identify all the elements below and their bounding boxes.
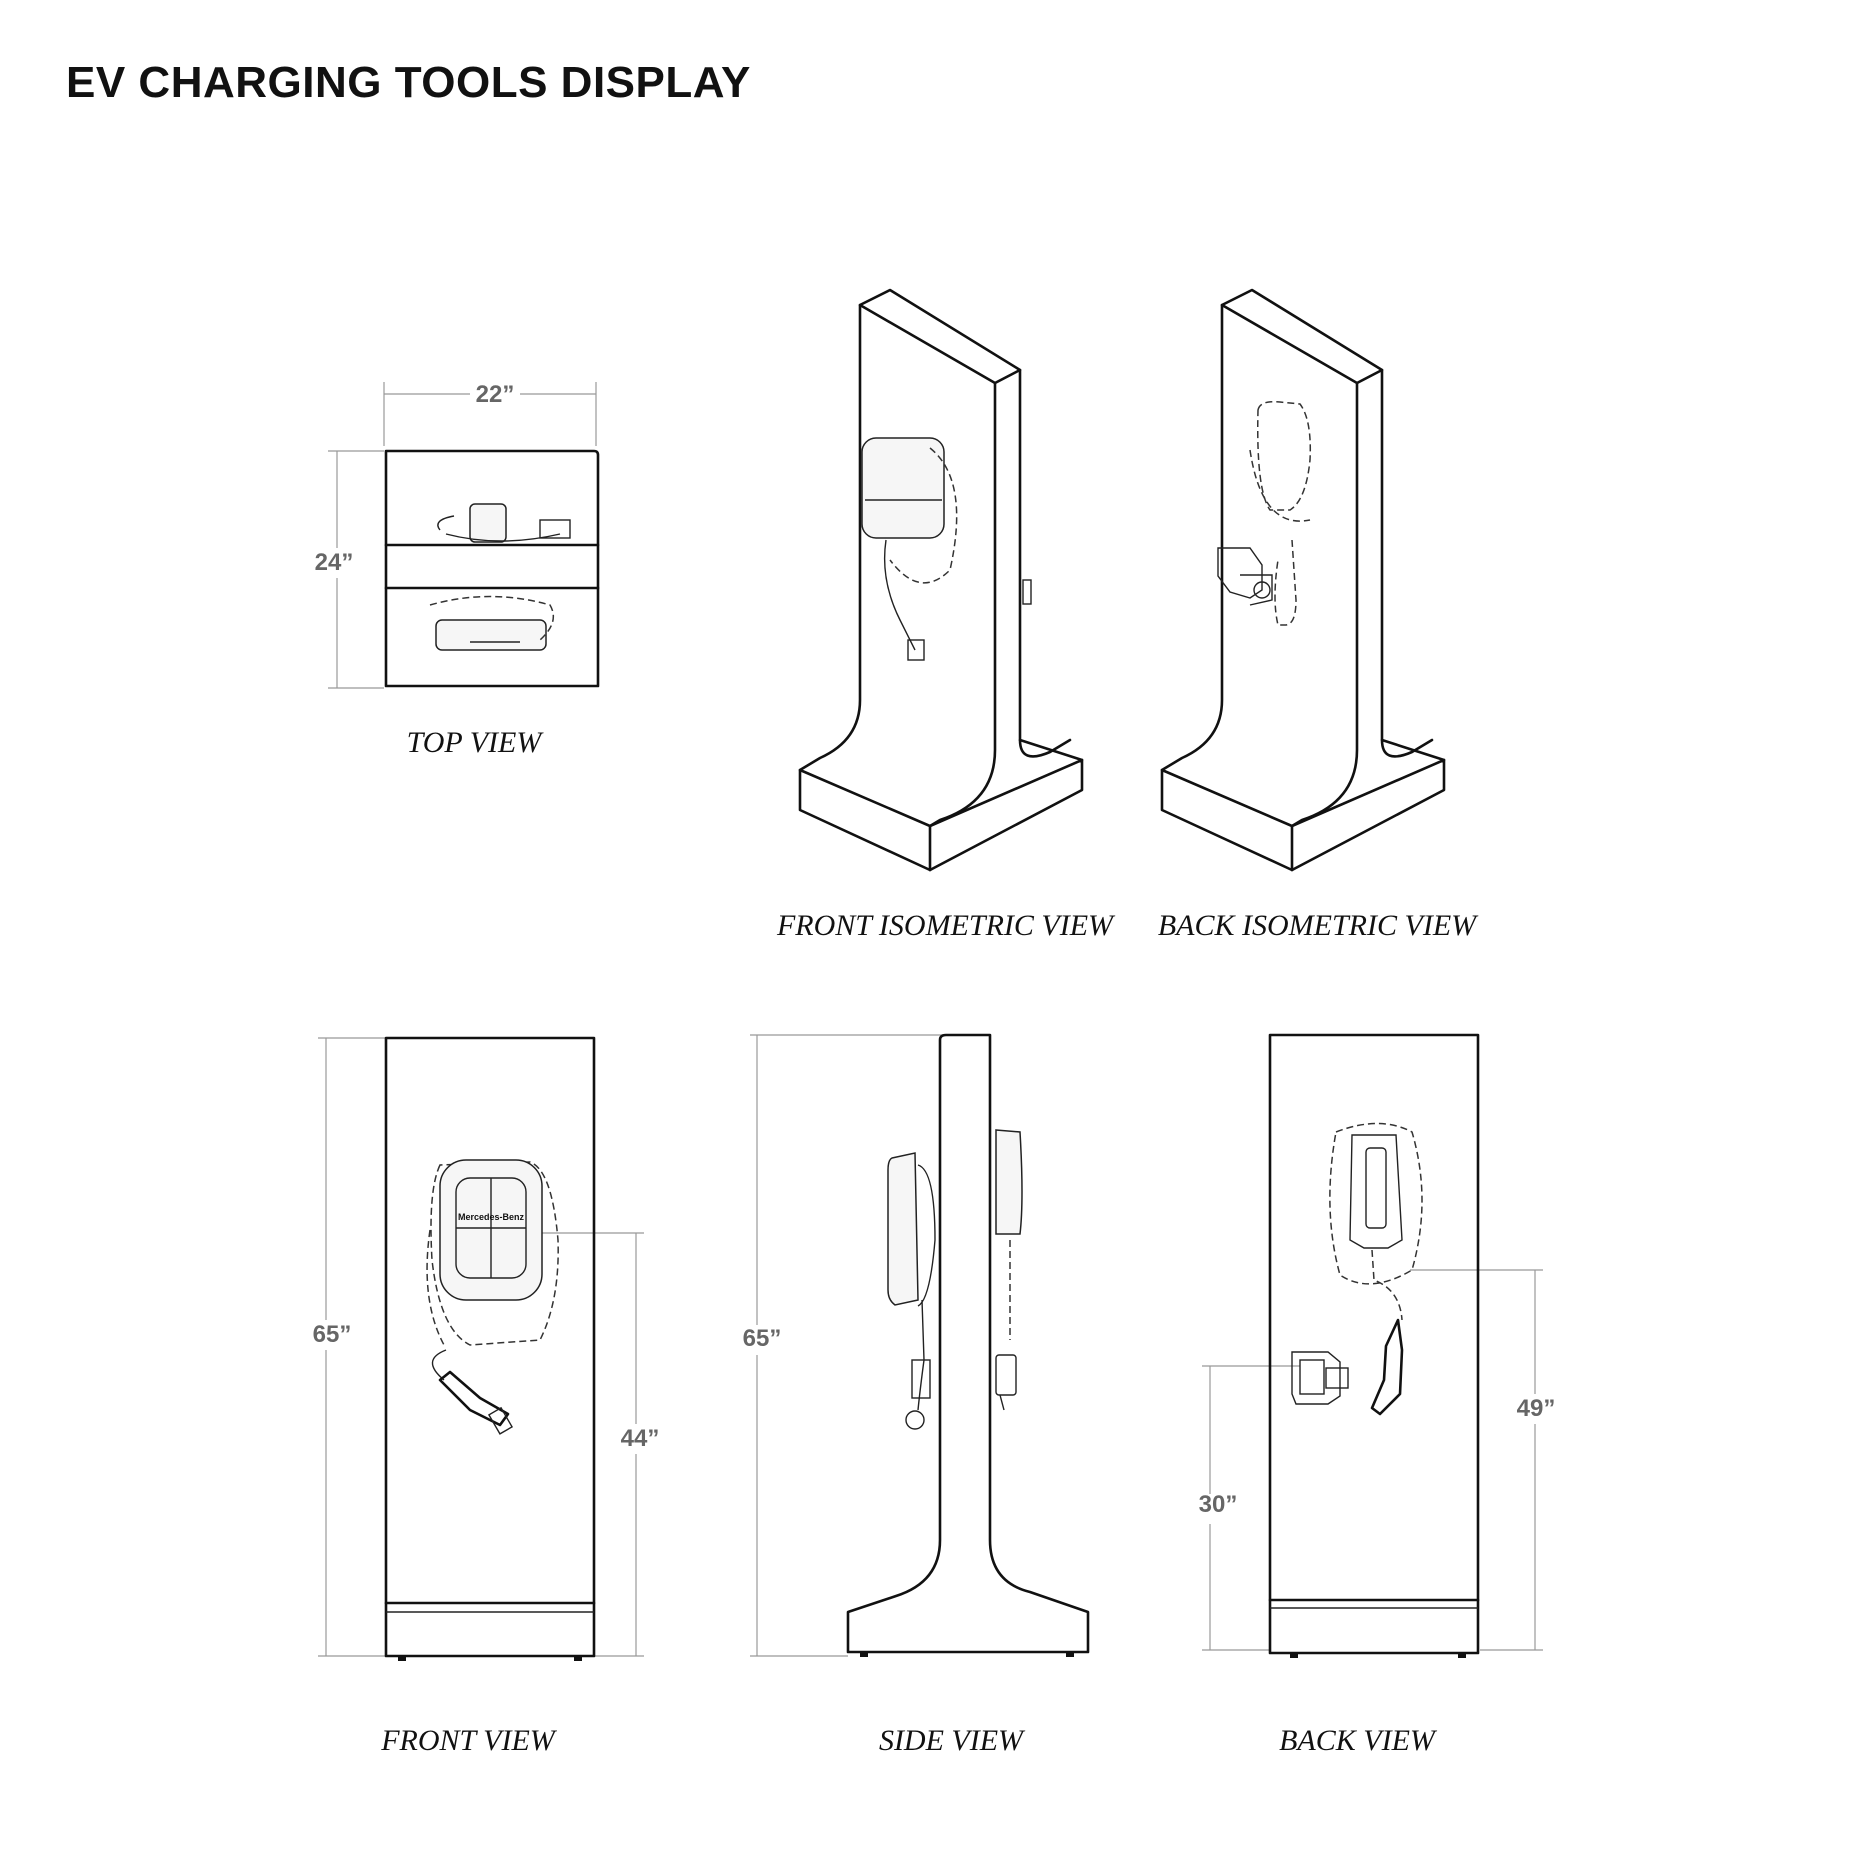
top-view: 22” 24” TOP VIEW: [310, 378, 600, 759]
top-depth-label: 24”: [315, 549, 354, 576]
side-height-label: 65”: [743, 1325, 782, 1352]
front-charger-height-label: 44”: [621, 1425, 660, 1452]
top-view-caption: TOP VIEW: [407, 726, 545, 759]
front-isometric-view: FRONT ISOMETRIC VIEW: [776, 288, 1116, 942]
front-height-label: 65”: [313, 1321, 352, 1348]
side-view-caption: SIDE VIEW: [879, 1724, 1026, 1757]
back-charger-height-label: 49”: [1517, 1395, 1556, 1422]
front-device-logo: Mercedes-Benz: [458, 1212, 525, 1222]
back-connector-height-label: 30”: [1199, 1491, 1238, 1518]
front-view-caption: FRONT VIEW: [380, 1724, 558, 1757]
front-isometric-caption: FRONT ISOMETRIC VIEW: [776, 909, 1116, 942]
top-width-label: 22”: [476, 381, 515, 408]
back-isometric-caption: BACK ISOMETRIC VIEW: [1158, 909, 1479, 942]
back-view: 49” 30” BACK VIEW: [1190, 1033, 1560, 1757]
side-view: 65” SIDE VIEW: [736, 1033, 1090, 1757]
back-isometric-view: BACK ISOMETRIC VIEW: [1158, 288, 1479, 942]
page-title: EV CHARGING TOOLS DISPLAY: [66, 58, 751, 107]
back-view-caption: BACK VIEW: [1279, 1724, 1438, 1757]
front-view: 65” 44” Mercedes-Benz FRONT VIEW: [305, 1036, 666, 1757]
